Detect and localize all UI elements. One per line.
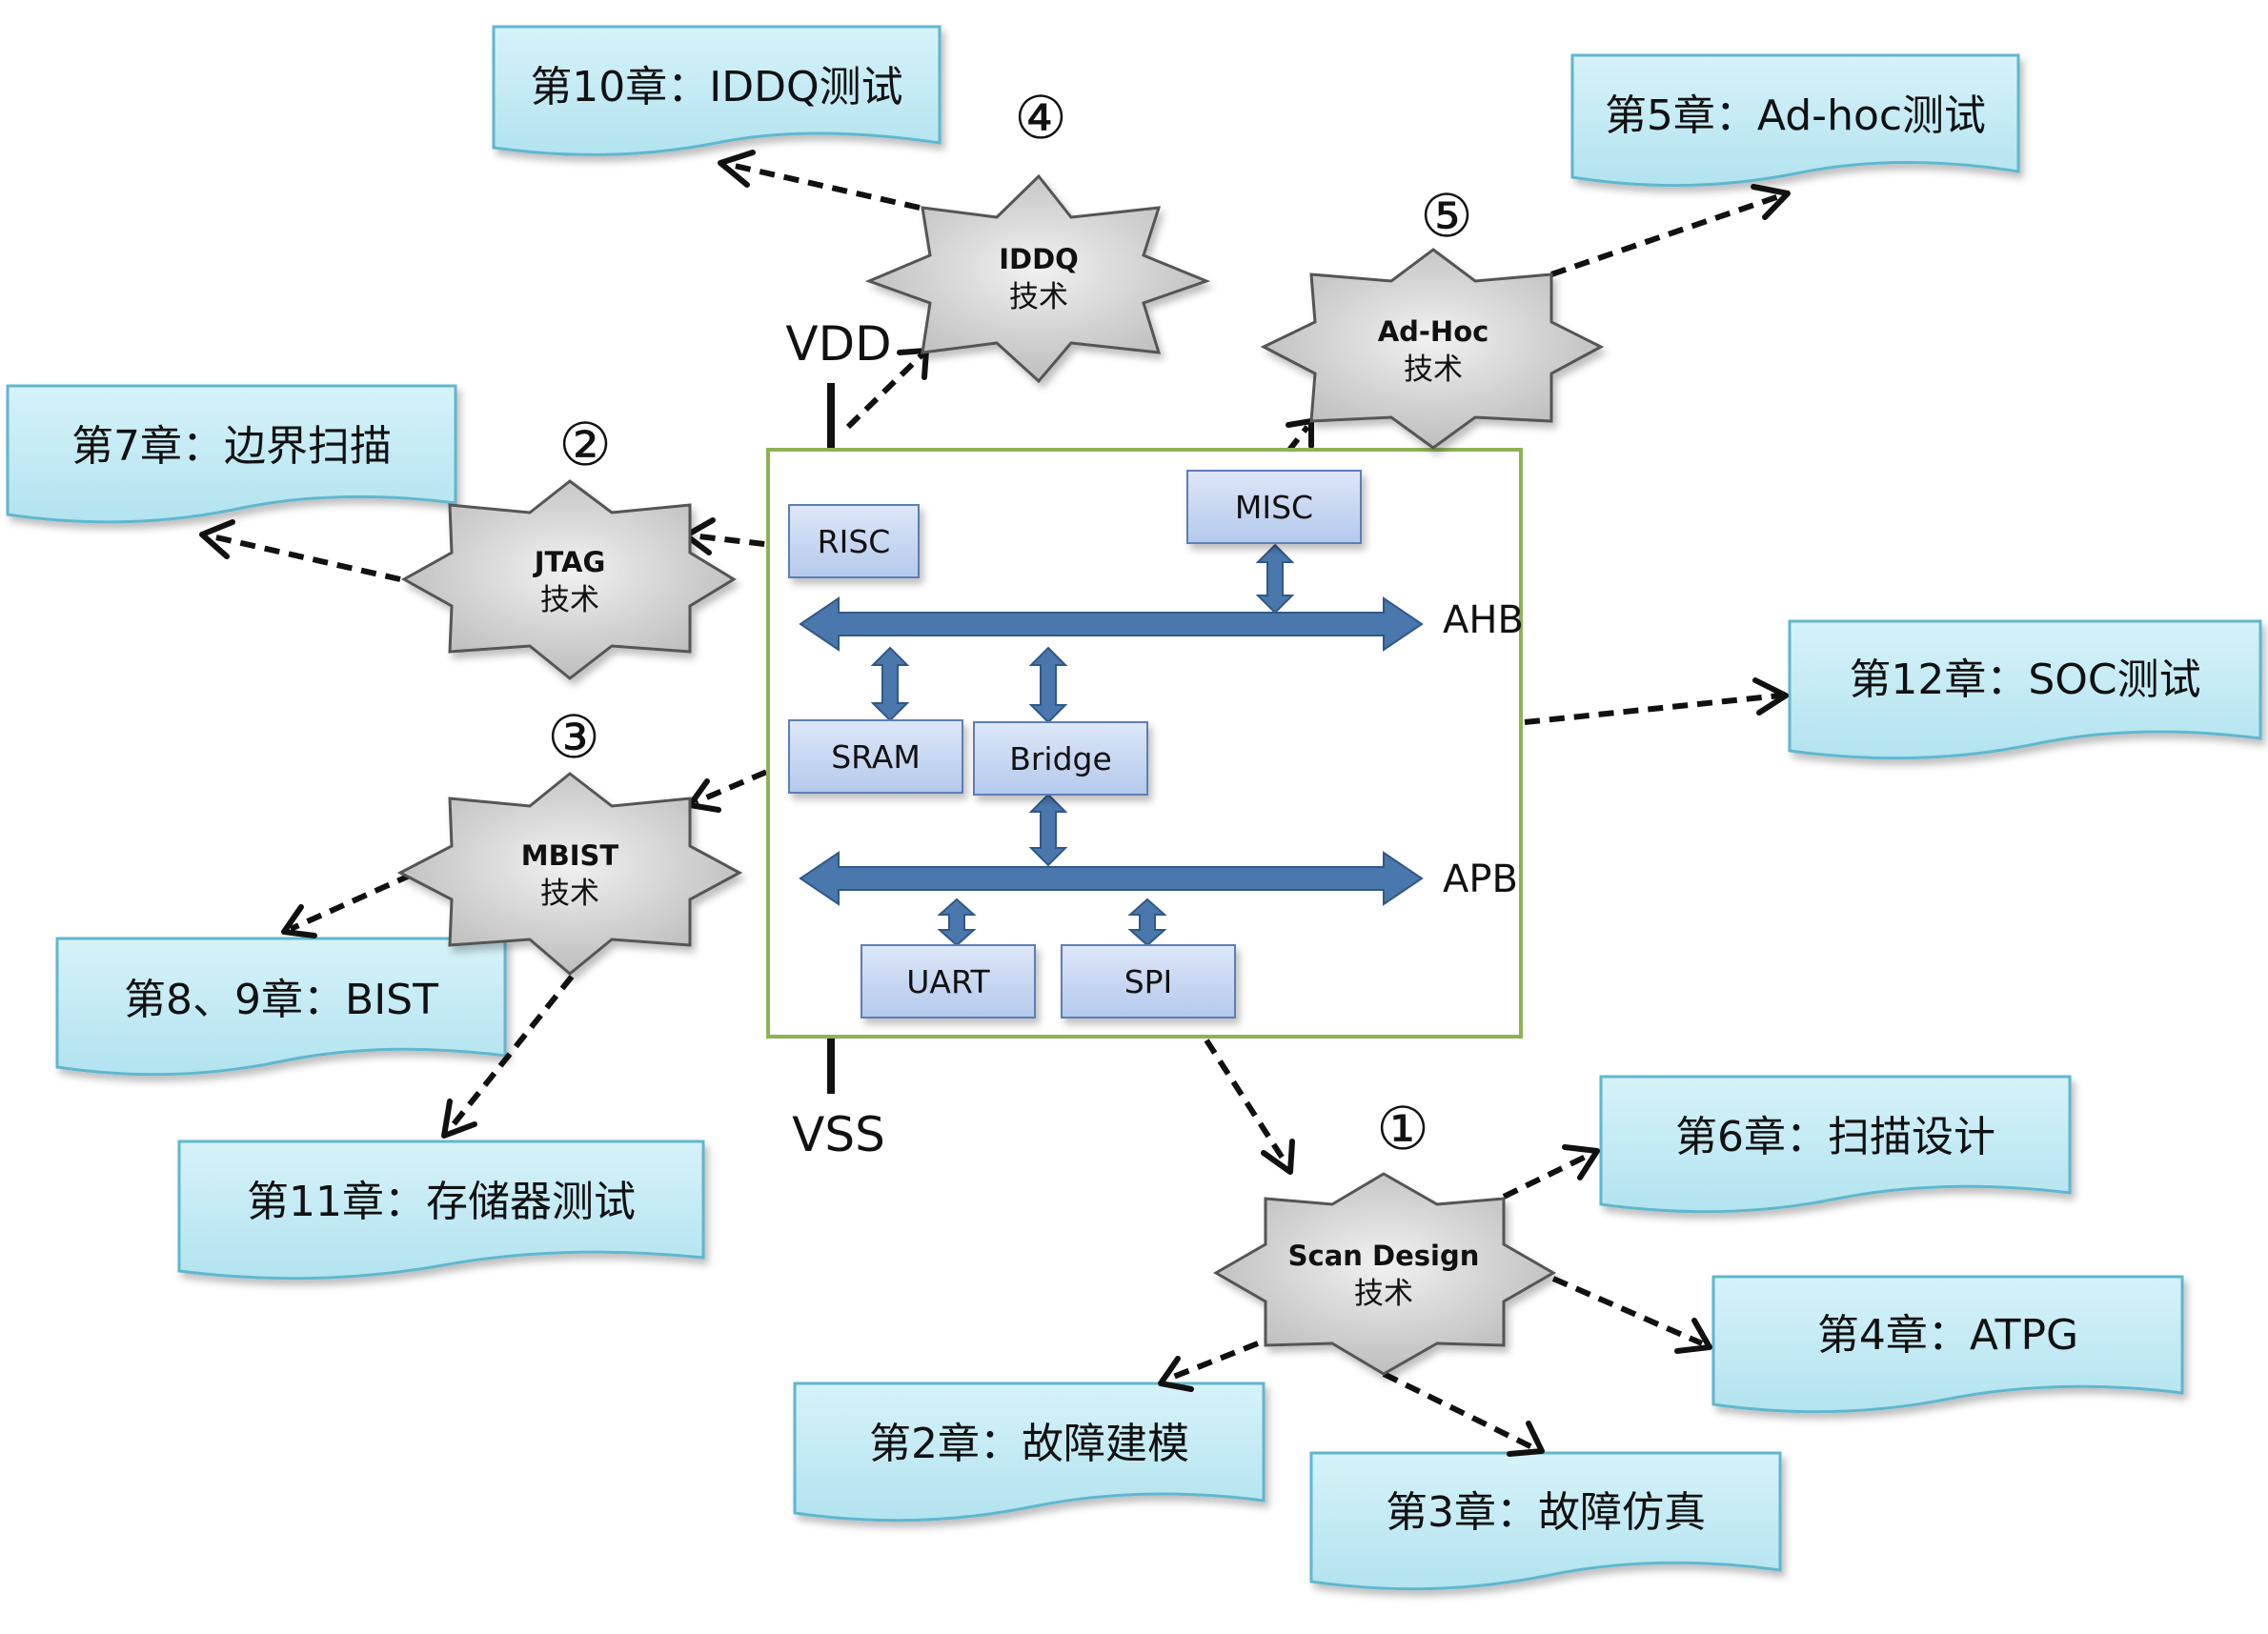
scan-design-number: ① [1376,1094,1429,1163]
adhoc-number: ⑤ [1420,181,1473,251]
chapter-label-ch6: 第6章：扫描设计 [1675,1113,1995,1161]
chapter-note-ch7 [6,384,457,524]
vss-label: VSS [792,1107,885,1162]
jtag-star [400,479,737,680]
chapter-label-ch11: 第11章：存储器测试 [247,1178,636,1226]
iddq-number: ④ [1014,83,1067,152]
uart-label: UART [906,963,990,1000]
mbist-star [396,772,743,976]
vdd-pin [827,383,835,448]
chapter-label-ch5: 第5章：Ad-hoc测试 [1605,91,1986,140]
chapter-label-ch12: 第12章：SOC测试 [1849,656,2200,704]
chapter-label-ch10: 第10章：IDDQ测试 [530,63,902,111]
iddq-sub: 技术 [1009,280,1068,314]
scan-design-sub: 技术 [1354,1277,1413,1311]
chapter-note-ch10 [492,25,942,156]
bridge-label: Bridge [1009,740,1112,777]
chapter-note-ch89 [55,937,507,1077]
apb-label: APB [1443,857,1518,901]
chapter-note-ch2 [793,1382,1266,1523]
adhoc-title: Ad-Hoc [1378,315,1489,348]
mbist-sub: 技术 [540,877,599,911]
bridge-block [973,721,1148,796]
chapter-label-ch7: 第7章：边界扫描 [71,422,392,471]
ahb-label: AHB [1443,598,1524,642]
chapter-note-ch6 [1599,1075,2072,1214]
chapter-label-ch4: 第4章：ATPG [1817,1311,2078,1360]
spi-block [1061,944,1236,1019]
jtag-sub: 技术 [540,583,599,617]
jtag-number: ② [558,410,612,479]
uart-block [861,944,1036,1019]
chapter-note-ch11 [177,1140,705,1281]
chapter-label-ch3: 第3章：故障仿真 [1386,1488,1706,1537]
adhoc-sub: 技术 [1404,353,1463,387]
chapter-label-ch89: 第8、9章：BIST [124,976,438,1024]
scan-design-star [1212,1172,1557,1376]
chapter-note-ch3 [1309,1451,1782,1591]
sram-block [788,719,963,794]
risc-block [788,504,920,578]
chapter-label-ch2: 第2章：故障建模 [869,1420,1189,1468]
scan-design-title: Scan Design [1288,1240,1480,1272]
ahb-bus [799,596,1424,652]
misc-label: MISC [1235,489,1313,526]
dashed-arrows [199,150,1791,1457]
sram-label: SRAM [831,738,921,776]
adhoc-star [1260,248,1605,450]
apb-bus [799,851,1424,906]
jtag-title: JTAG [533,546,606,578]
mbist-title: MBIST [521,839,619,872]
vss-pin [827,1035,835,1094]
iddq-title: IDDQ [999,243,1079,275]
misc-block [1186,470,1362,544]
spi-label: SPI [1124,963,1173,1000]
vdd-label: VDD [785,316,891,372]
chapter-note-ch4 [1711,1275,2184,1414]
chapter-note-ch12 [1788,619,2262,760]
risc-label: RISC [818,523,891,560]
mbist-number: ③ [547,702,600,772]
chapter-note-ch5 [1570,53,2020,188]
iddq-star [864,173,1211,384]
